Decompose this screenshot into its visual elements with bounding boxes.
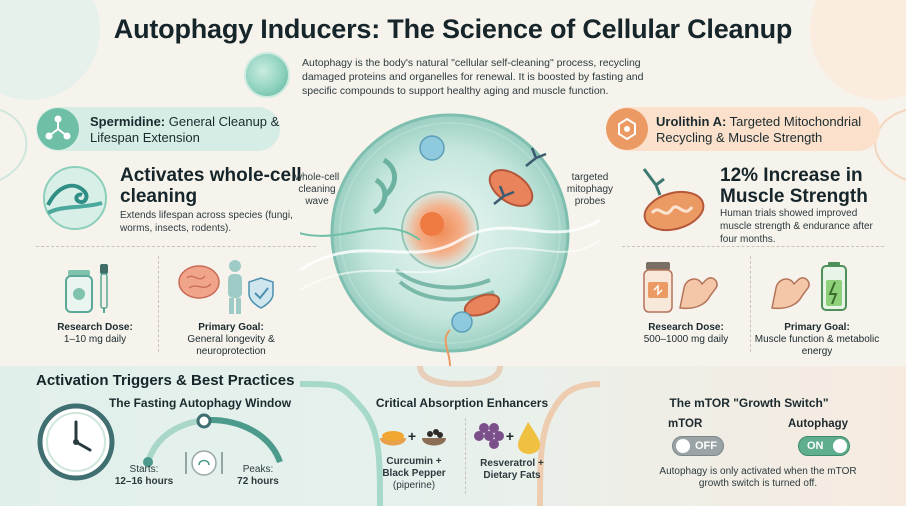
pair1-note: (piperine) bbox=[392, 480, 436, 491]
plus-sign: + bbox=[505, 428, 515, 444]
spermidine-feature-desc: Extends lifespan across species (fungi, … bbox=[120, 210, 293, 234]
pair1-line1: Curcumin + bbox=[386, 456, 442, 467]
muscle-battery-icon bbox=[768, 258, 852, 314]
autophagy-label: Autophagy bbox=[788, 418, 849, 430]
urolithin-goal: Primary Goal: Muscle function & metaboli… bbox=[752, 322, 882, 358]
mitochondria-probe-icon bbox=[634, 165, 710, 237]
intro-text: Autophagy is the body's natural "cellula… bbox=[302, 57, 644, 97]
mtor-title: The mTOR "Growth Switch" bbox=[669, 396, 829, 410]
goal-label: Primary Goal: bbox=[198, 322, 264, 333]
divider bbox=[465, 418, 466, 494]
urolithin-feature-desc: Human trials showed improved muscle stre… bbox=[720, 208, 873, 245]
toggle-knob bbox=[833, 439, 847, 453]
urolithin-dose: Research Dose: 500–1000 mg daily bbox=[626, 322, 746, 346]
divider bbox=[622, 246, 884, 247]
urolithin-name: Urolithin A: bbox=[656, 114, 727, 129]
divider bbox=[750, 256, 751, 352]
cell-illustration bbox=[300, 113, 600, 366]
page-title: Autophagy Inducers: The Science of Cellu… bbox=[113, 14, 793, 44]
goal-value: Muscle function & metabolic energy bbox=[754, 334, 880, 357]
absorption-title: Critical Absorption Enhancers bbox=[375, 396, 549, 410]
mtor-toggle[interactable]: OFF bbox=[672, 436, 724, 456]
urolithin-feature-title: 12% Increase in Muscle Strength bbox=[720, 165, 868, 207]
supplement-bottle-icon bbox=[60, 262, 120, 314]
autophagy-toggle[interactable]: ON bbox=[798, 436, 850, 456]
fasting-start-label: Starts: bbox=[129, 464, 159, 475]
mtor-label: mTOR bbox=[668, 418, 703, 430]
dose-label: Research Dose: bbox=[648, 322, 724, 333]
pair1-line2: Black Pepper bbox=[382, 468, 446, 479]
fasting-peak-label: Peaks: bbox=[242, 464, 274, 475]
plus-sign: + bbox=[407, 428, 417, 444]
spermidine-name: Spermidine: bbox=[90, 114, 166, 129]
molecule-icon bbox=[37, 108, 79, 150]
bottom-section-title: Activation Triggers & Best Practices bbox=[36, 372, 295, 389]
fasting-title: The Fasting Autophagy Window bbox=[108, 396, 292, 410]
dose-label: Research Dose: bbox=[57, 322, 133, 333]
goal-value: General longevity & neuroprotection bbox=[187, 334, 275, 357]
urolithin-header-text: Urolithin A: Targeted Mitochondrial Recy… bbox=[656, 114, 876, 146]
cell-wave-label: whole-cell cleaning wave bbox=[294, 172, 340, 207]
divider bbox=[36, 246, 316, 247]
cell-icon bbox=[244, 52, 290, 98]
fasting-start: Starts: 12–16 hours bbox=[112, 464, 176, 488]
fasting-peak: Peaks: 72 hours bbox=[230, 464, 286, 488]
curcumin-pepper-icon bbox=[378, 422, 448, 452]
molecule-icon bbox=[606, 108, 648, 150]
spermidine-header-text: Spermidine: General Cleanup & Lifespan E… bbox=[90, 114, 280, 146]
urolithin-header bbox=[606, 107, 880, 151]
dose-value: 500–1000 mg daily bbox=[643, 334, 729, 345]
fasting-peak-value: 72 hours bbox=[237, 476, 279, 487]
goal-label: Primary Goal: bbox=[784, 322, 850, 333]
mtor-state: OFF bbox=[695, 440, 717, 452]
grape-oil-icon bbox=[474, 418, 544, 454]
pair2-line1: Resveratrol + bbox=[480, 458, 544, 469]
spermidine-feature-title: Activates whole-cell cleaning bbox=[120, 165, 302, 207]
divider bbox=[158, 256, 159, 352]
toggle-knob bbox=[676, 439, 690, 453]
urolithin-subtitle: Targeted Mitochondrial Recycling & Muscl… bbox=[656, 114, 862, 145]
fasting-window-arc bbox=[143, 413, 283, 467]
connector-lines bbox=[299, 366, 601, 506]
spermidine-dose: Research Dose: 1–10 mg daily bbox=[36, 322, 154, 346]
pair2-line2: Dietary Fats bbox=[483, 470, 541, 481]
spermidine-goal: Primary Goal: General longevity & neurop… bbox=[166, 322, 296, 358]
dose-value: 1–10 mg daily bbox=[63, 334, 127, 345]
fasting-start-value: 12–16 hours bbox=[114, 476, 174, 487]
clock-icon bbox=[36, 402, 116, 482]
autophagy-state: ON bbox=[807, 440, 824, 452]
plate-recycle-icon bbox=[182, 448, 226, 478]
spermidine-subtitle: General Cleanup & Lifespan Extension bbox=[90, 114, 280, 145]
absorption-pair-1: Curcumin + Black Pepper (piperine) bbox=[374, 456, 454, 492]
cell-probe-label: targeted mitophagy probes bbox=[566, 172, 614, 207]
bottom-panel bbox=[0, 366, 906, 506]
pill-bottle-muscle-icon bbox=[640, 260, 724, 316]
mtor-note: Autophagy is only activated when the mTO… bbox=[659, 466, 857, 489]
brain-body-shield-icon bbox=[175, 256, 275, 316]
wave-icon bbox=[40, 165, 110, 231]
absorption-pair-2: Resveratrol + Dietary Fats bbox=[470, 458, 554, 482]
